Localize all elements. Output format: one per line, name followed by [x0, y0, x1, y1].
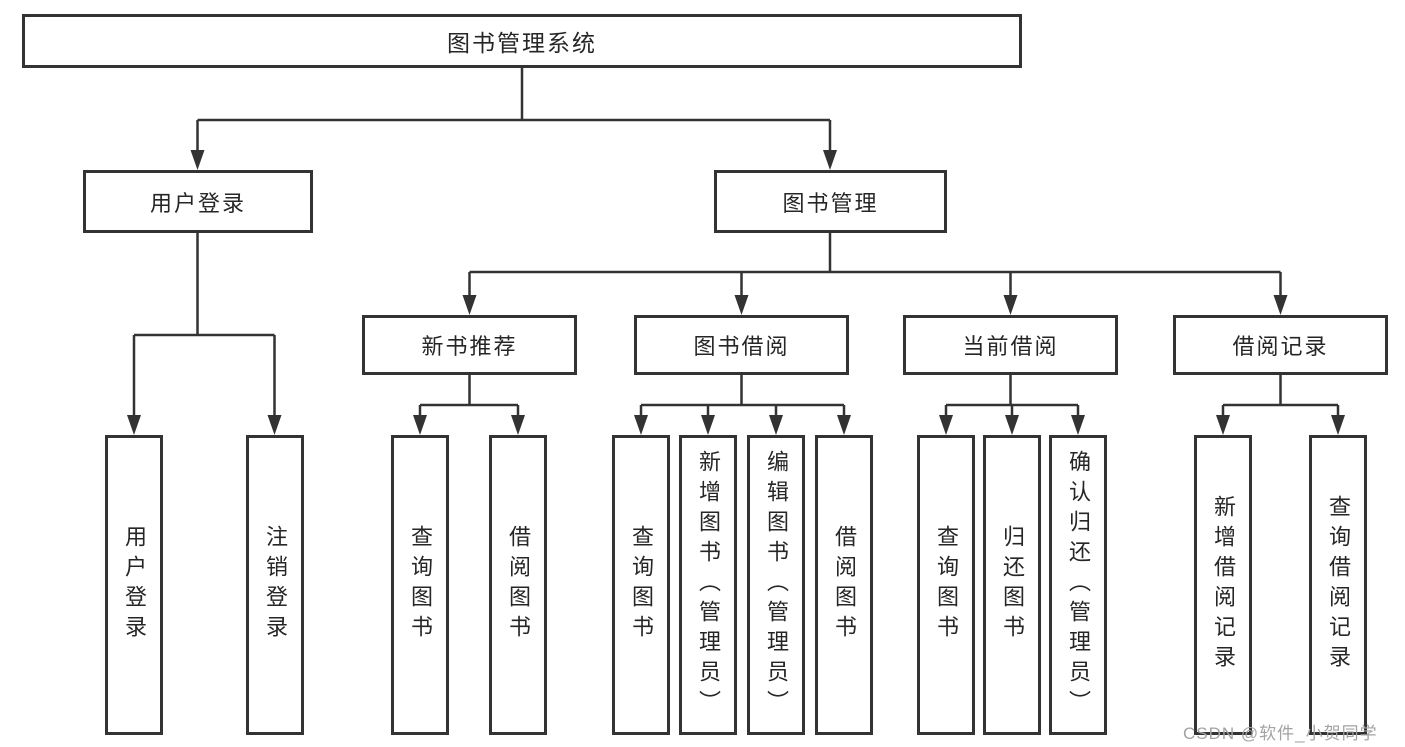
arrow-down-icon — [734, 295, 749, 315]
node-book-management: 图书管理 — [714, 170, 947, 233]
leaf-query-borrow-record: 查询借阅记录 — [1309, 435, 1367, 735]
node-book-borrow: 图书借阅 — [634, 315, 849, 375]
leaf-edit-books-admin: 编辑图书（管理员） — [747, 435, 805, 735]
leaf-logout: 注销登录 — [246, 435, 304, 735]
arrow-down-icon — [462, 295, 477, 315]
arrow-down-icon — [413, 415, 427, 435]
arrow-down-icon — [1331, 415, 1345, 435]
arrow-down-icon — [1003, 295, 1018, 315]
arrow-down-icon — [190, 150, 205, 170]
connectors-current-borrow-to-leaves — [939, 375, 1085, 435]
arrow-down-icon — [837, 415, 851, 435]
arrow-down-icon — [769, 415, 783, 435]
leaf-user-login: 用户登录 — [105, 435, 163, 735]
arrow-down-icon — [823, 150, 837, 170]
arrow-down-icon — [1273, 295, 1288, 315]
leaf-confirm-return-admin: 确认归还（管理员） — [1049, 435, 1107, 735]
arrow-down-icon — [511, 415, 525, 435]
csdn-watermark: CSDN @软件_小贺同学 — [1183, 724, 1378, 743]
arrow-down-icon — [1005, 415, 1019, 435]
arrow-down-icon — [939, 415, 953, 435]
leaf-query-books-current: 查询图书 — [917, 435, 975, 735]
leaf-add-borrow-record: 新增借阅记录 — [1194, 435, 1252, 735]
connectors-borrow-records-to-leaves — [1216, 375, 1345, 435]
node-root-library-system: 图书管理系统 — [22, 14, 1022, 68]
arrow-down-icon — [127, 415, 141, 435]
node-borrow-records: 借阅记录 — [1173, 315, 1388, 375]
connectors-user-login-to-leaves — [127, 233, 282, 435]
arrow-down-icon — [1216, 415, 1230, 435]
leaf-add-books-admin: 新增图书（管理员） — [679, 435, 737, 735]
arrow-down-icon — [267, 415, 282, 435]
arrow-down-icon — [634, 415, 648, 435]
node-user-login: 用户登录 — [83, 170, 313, 233]
connectors-new-books-to-leaves — [413, 375, 525, 435]
arrow-down-icon — [701, 415, 715, 435]
leaf-borrow-books-recommend: 借阅图书 — [489, 435, 547, 735]
connectors-book-borrow-to-leaves — [634, 375, 851, 435]
arrow-down-icon — [1071, 415, 1085, 435]
node-current-borrow: 当前借阅 — [903, 315, 1118, 375]
connectors-book-mgmt-to-level3 — [462, 233, 1288, 315]
leaf-query-books-recommend: 查询图书 — [391, 435, 449, 735]
connectors-root-to-level2 — [190, 67, 837, 170]
leaf-query-books-borrow: 查询图书 — [612, 435, 670, 735]
leaf-borrow-books: 借阅图书 — [815, 435, 873, 735]
node-new-book-recommend: 新书推荐 — [362, 315, 577, 375]
leaf-return-books: 归还图书 — [983, 435, 1041, 735]
